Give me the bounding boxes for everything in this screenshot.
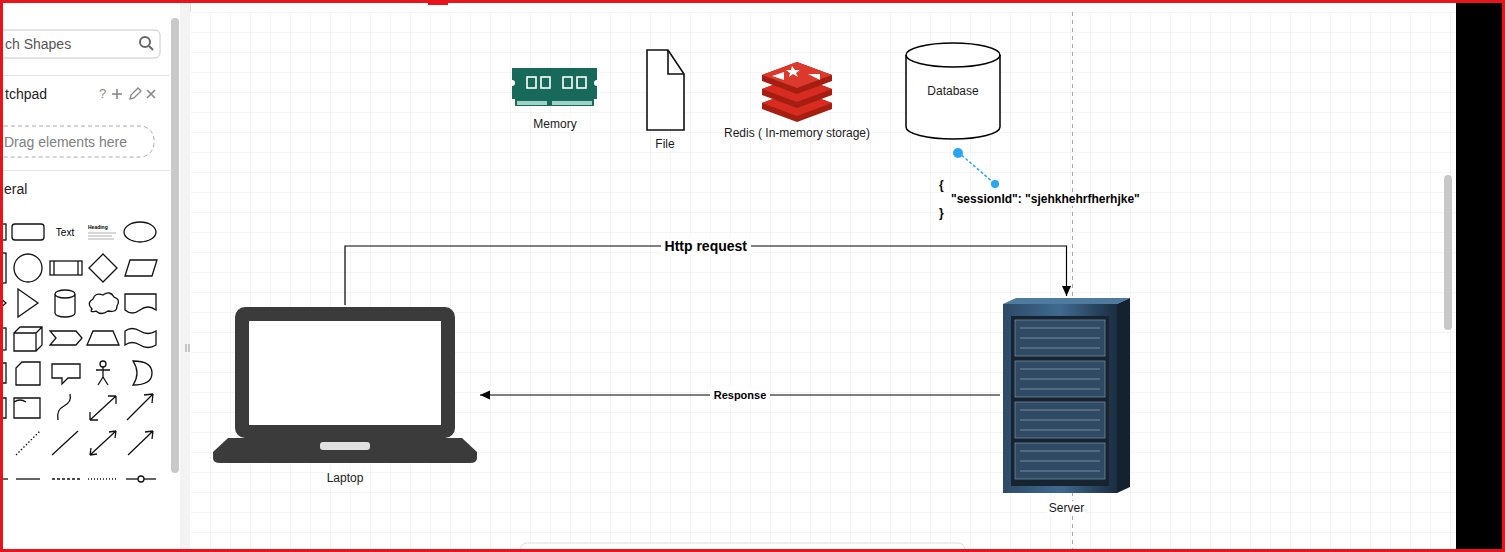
json-text: { — [938, 178, 945, 192]
panel-title: tchpad — [5, 86, 47, 103]
shape-sample: Text — [56, 227, 74, 239]
file-icon: File — [630, 48, 700, 151]
search-placeholder: ch Shapes — [5, 36, 71, 53]
json-text: } — [938, 206, 945, 220]
database-cylinder: Database — [905, 42, 1001, 140]
memory-icon: Memory — [505, 64, 605, 131]
edge-label: Response — [710, 388, 771, 402]
arrow-head — [1062, 286, 1071, 296]
node-label: Memory — [531, 117, 578, 131]
help-icon: ? — [99, 86, 106, 102]
redis-icon: Redis ( In-memory storage) — [717, 56, 877, 140]
panel-title: eral — [4, 181, 27, 198]
json-text: "sessionId": "sjehkhehrfherhjke" — [950, 192, 1141, 206]
edge-label: Http request — [661, 237, 751, 255]
laptop-icon: Laptop — [210, 305, 480, 485]
node-label: File — [653, 137, 676, 151]
drop-hint: Drag elements here — [4, 134, 127, 151]
node-label: Redis ( In-memory storage) — [722, 126, 872, 140]
arrow-head — [480, 391, 490, 400]
server-icon: Server — [1000, 296, 1133, 515]
node-label: Server — [1047, 501, 1086, 515]
shape-sample: Heading — [88, 224, 108, 230]
node-label: Laptop — [325, 471, 366, 485]
node-label: Database — [925, 84, 980, 98]
